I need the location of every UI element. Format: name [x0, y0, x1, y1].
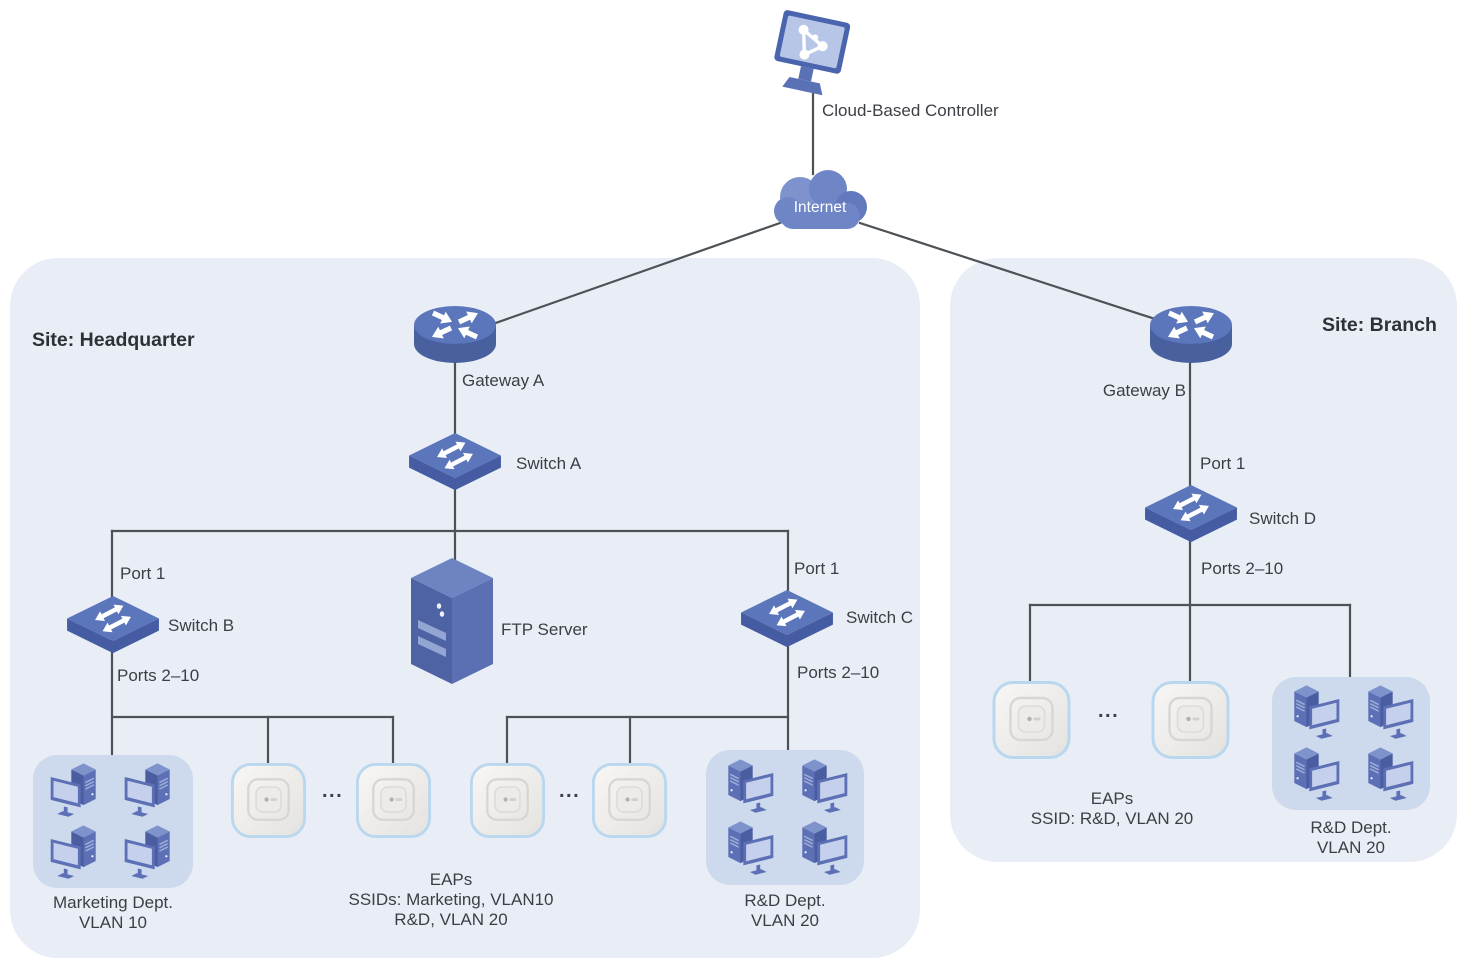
- gateway-a-label: Gateway A: [462, 371, 545, 390]
- rd-dept-group-branch: [1272, 677, 1430, 810]
- eap-access-point-icon: [991, 680, 1072, 760]
- ellipsis-eaps-branch: ...: [1098, 700, 1120, 722]
- desktop-computer-icon: [41, 823, 111, 883]
- site-headquarter-title: Site: Headquarter: [32, 329, 195, 351]
- desktop-computer-icon: [115, 823, 185, 883]
- ftp-server-label: FTP Server: [501, 620, 588, 639]
- desktop-computer-icon: [1353, 683, 1423, 743]
- switch-c-label: Switch C: [846, 608, 914, 627]
- site-branch-title: Site: Branch: [1322, 314, 1437, 336]
- rd-dept-label-hq: R&D Dept. VLAN 20: [744, 891, 826, 931]
- switch-c-ports-label: Ports 2–10: [797, 663, 880, 682]
- switch-d-port1-label: Port 1: [1200, 454, 1246, 473]
- eap-access-point-icon: [355, 762, 432, 839]
- desktop-computer-icon: [713, 819, 783, 879]
- desktop-computer-icon: [787, 757, 857, 817]
- switch-d-ports-label: Ports 2–10: [1201, 559, 1284, 578]
- internet-label: Internet: [793, 199, 847, 216]
- cloud-controller-label: Cloud-Based Controller: [822, 101, 999, 120]
- switch-b-port1-label: Port 1: [120, 564, 166, 583]
- monitor-network-icon: [770, 4, 854, 100]
- ellipsis-eaps-left: ...: [322, 780, 344, 802]
- eap-access-point-icon: [1150, 680, 1231, 760]
- desktop-computer-icon: [1279, 683, 1349, 743]
- rd-dept-label-branch: R&D Dept. VLAN 20: [1310, 818, 1392, 858]
- desktop-computer-icon: [41, 761, 111, 821]
- ellipsis-eaps-right: ...: [559, 780, 581, 802]
- switch-d-icon: [1141, 484, 1241, 544]
- desktop-computer-icon: [787, 819, 857, 879]
- switch-c-port1-label: Port 1: [794, 559, 840, 578]
- eap-access-point-icon: [230, 762, 307, 839]
- desktop-computer-icon: [713, 757, 783, 817]
- branch-eaps-label: EAPs SSID: R&D, VLAN 20: [1030, 789, 1194, 829]
- switch-b-icon: [63, 595, 163, 655]
- desktop-computer-icon: [1279, 745, 1349, 805]
- gateway-b-label: Gateway B: [1102, 381, 1186, 400]
- switch-b-label: Switch B: [168, 616, 235, 635]
- desktop-computer-icon: [1353, 745, 1423, 805]
- eap-access-point-icon: [469, 762, 546, 839]
- gateway-b-router-icon: [1148, 304, 1234, 366]
- gateway-a-router-icon: [412, 304, 498, 366]
- switch-c-icon: [737, 589, 837, 649]
- switch-b-ports-label: Ports 2–10: [117, 666, 200, 685]
- marketing-dept-label: Marketing Dept. VLAN 10: [53, 893, 173, 933]
- switch-d-label: Switch D: [1249, 509, 1317, 528]
- marketing-dept-group: [33, 755, 193, 888]
- eap-access-point-icon: [591, 762, 668, 839]
- desktop-computer-icon: [115, 761, 185, 821]
- switch-a-label: Switch A: [516, 454, 582, 473]
- switch-a-icon: [405, 432, 505, 492]
- ftp-server-icon: [410, 556, 495, 686]
- hq-eaps-label: EAPs SSIDs: Marketing, VLAN10 R&D, VLAN …: [348, 870, 554, 930]
- rd-dept-group-hq: [706, 750, 864, 885]
